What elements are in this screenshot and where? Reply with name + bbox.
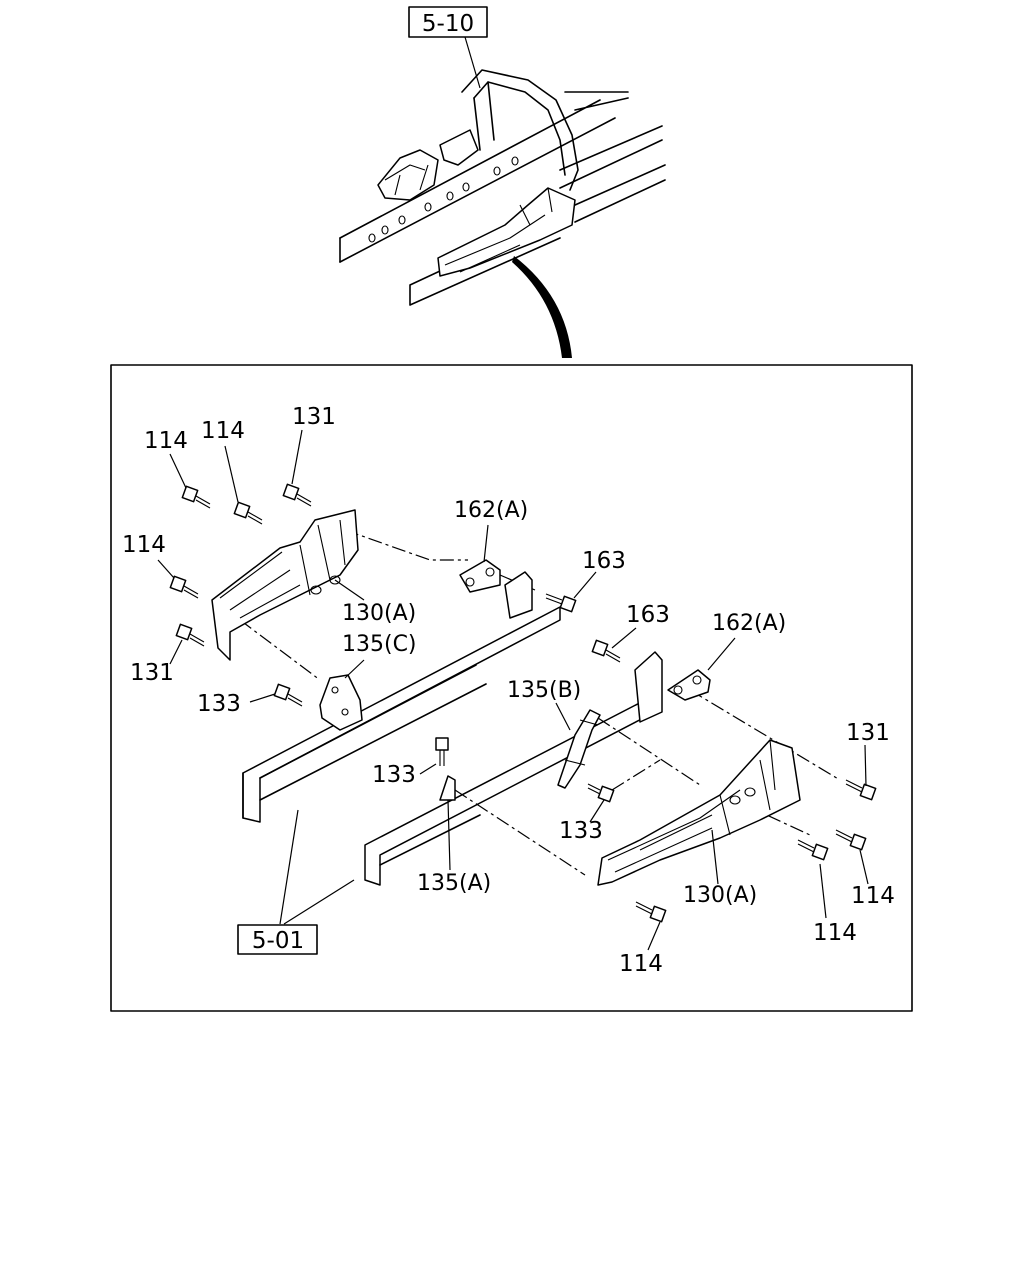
rear-rails [559,125,666,223]
bolt-131-c [845,779,877,801]
ref-label-5-10: 5-10 [422,11,474,37]
label-114-a: 114 [144,428,188,454]
bracket-135b [557,709,601,789]
cross-member-post [473,81,495,151]
bracket-135a [439,775,456,801]
bracket-130a-left [211,509,359,661]
bolt-114-f [635,901,667,923]
bolt-114-c [169,575,199,599]
label-135a: 135(A) [417,871,491,896]
overview-bracket-right [437,187,576,277]
label-133-c: 133 [559,818,603,844]
zoom-arrow [512,256,572,358]
overview-bracket-mid [439,129,479,166]
bracket-135c [319,674,363,731]
bolt-133-a [273,683,303,707]
rail-holes [368,156,519,243]
assembly-lines [239,529,841,876]
label-114-e: 114 [813,920,857,946]
label-162a-right: 162(A) [712,611,786,636]
bracket-left-detail [384,164,429,196]
bracket-130a-right [597,739,801,886]
bolt-114-e [797,839,829,861]
bracket-right-detail [444,187,553,273]
label-131-b: 131 [130,660,174,686]
bolt-114-d [835,829,867,851]
label-114-d: 114 [851,883,895,909]
bolt-131-b [175,623,205,647]
label-130a-right: 130(A) [683,883,757,908]
cross-member-outer [461,69,579,191]
bracket-162a-left [459,559,533,619]
label-131-c: 131 [846,720,890,746]
bolt-133-c [587,783,615,803]
upper-rail [339,91,629,263]
label-162a-left: 162(A) [454,498,528,523]
label-131-a: 131 [292,404,336,430]
cross-member-inner [473,81,566,176]
label-133-b: 133 [372,762,416,788]
ref-leader-5-10 [464,36,481,89]
bolts [169,483,877,923]
label-163-a: 163 [582,548,626,574]
bolt-131-a [282,483,312,507]
leader-lines [157,429,869,951]
ref-label-5-01: 5-01 [252,928,304,954]
bolt-114-a [181,485,211,509]
label-130a-left: 130(A) [342,601,416,626]
callout-labels: 114 114 131 114 162(A) 163 130(A) 135(C)… [122,404,895,977]
frame-overview: 5-10 [339,6,666,358]
label-133-a: 133 [197,691,241,717]
detail-frame [110,364,913,1012]
overview-bracket-left [377,149,439,201]
bolt-163-b [591,639,621,663]
bracket-162a-right [634,651,711,723]
label-135b: 135(B) [507,678,581,703]
label-114-b: 114 [201,418,245,444]
bolt-133-b [435,737,449,766]
ref-box-5-10 [408,6,488,38]
label-135c: 135(C) [342,632,417,657]
bolt-114-b [233,501,263,525]
ref-box-5-01 [237,924,318,955]
label-163-b: 163 [626,602,670,628]
label-114-c: 114 [122,532,166,558]
bolt-163-a [545,593,577,613]
label-114-f: 114 [619,951,663,977]
